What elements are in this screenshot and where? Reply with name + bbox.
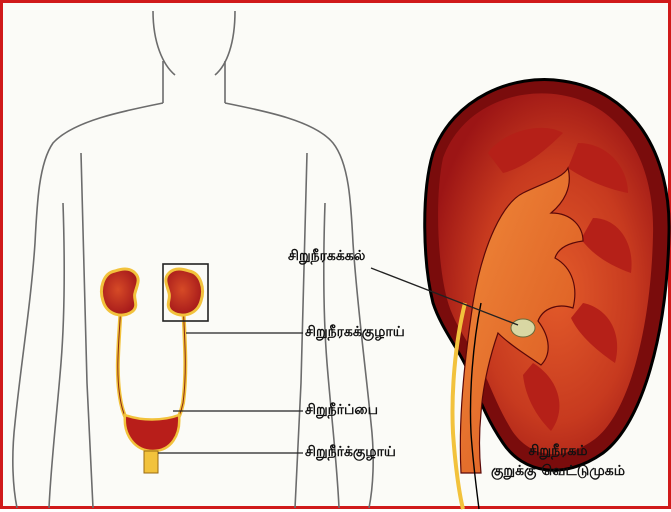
label-urethra: சிறுநீர்க்குழாய் [305,444,396,460]
kidney-caption: சிறுநீரகம் குறுக்கு வெட்டுமுகம் [473,441,643,481]
urinary-system [102,264,209,473]
label-ureter: சிறுநீரகக்குழாய் [305,324,405,340]
caption-line-1: சிறுநீரகம் [473,441,643,461]
right-kidney [166,269,203,315]
label-kidney-stone: சிறுநீரகக்கல் [288,248,365,264]
kidney-stone [511,319,535,337]
label-bladder: சிறுநீர்ப்பை [305,402,378,418]
bladder [125,415,179,451]
caption-line-2: குறுக்கு வெட்டுமுகம் [473,461,643,481]
left-kidney [102,269,139,315]
urethra [144,451,158,473]
